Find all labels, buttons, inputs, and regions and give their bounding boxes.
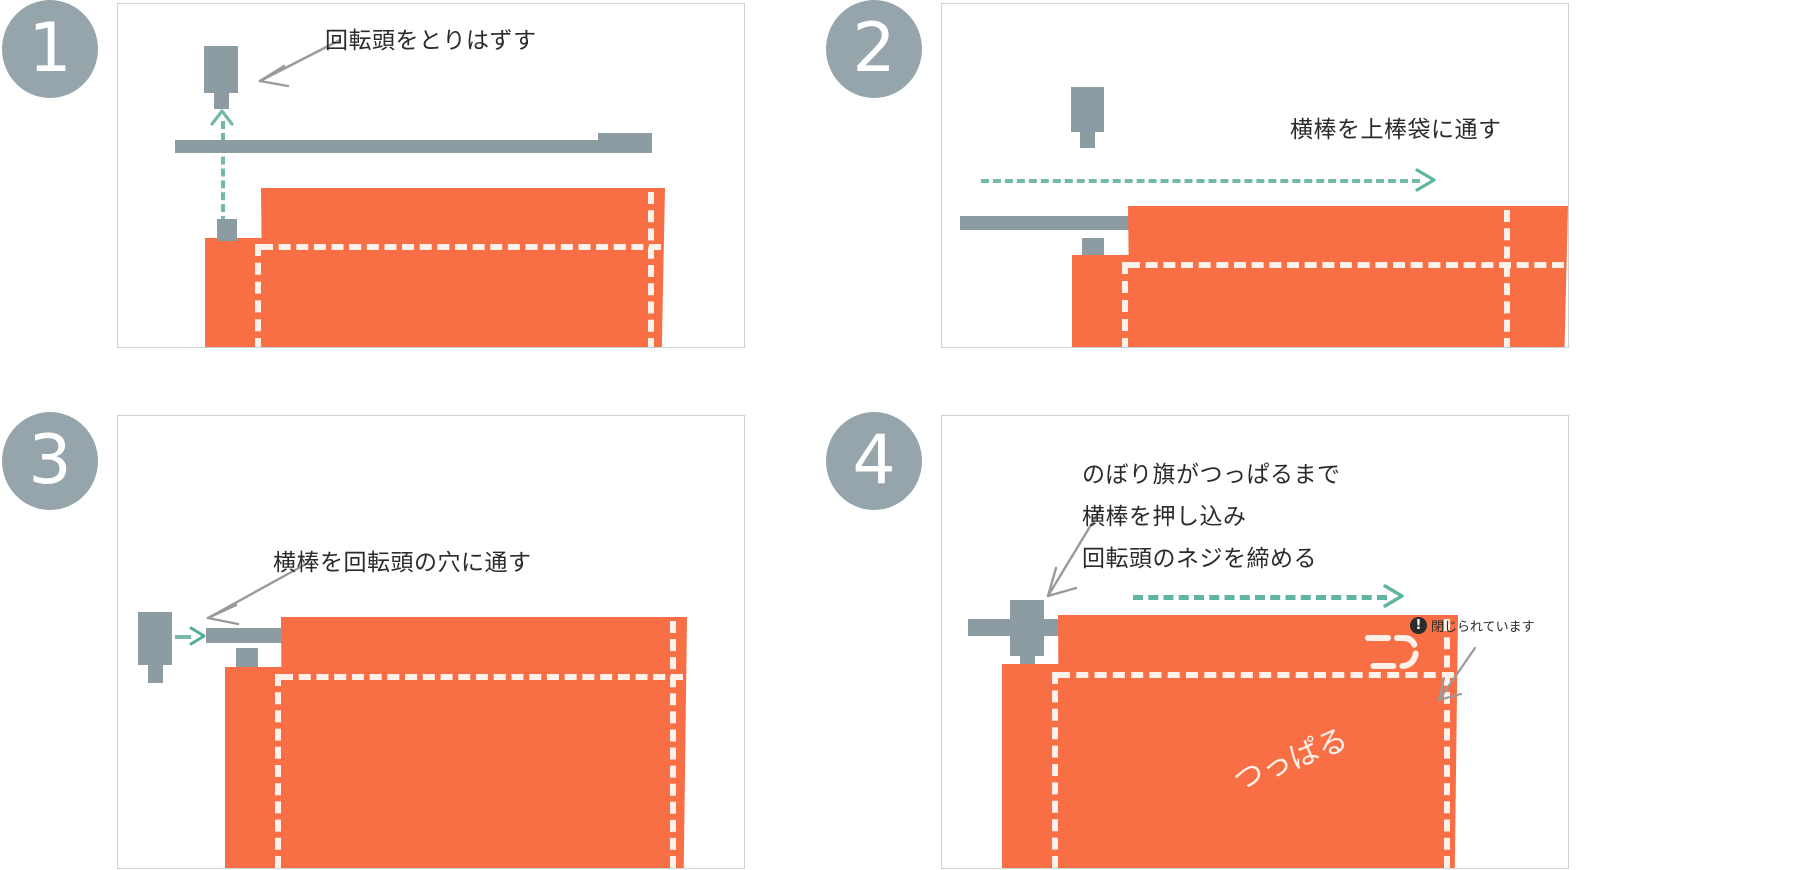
step-1-instruction: 回転頭をとりはずす (325, 28, 537, 54)
banner-body (281, 617, 687, 868)
step-panel-1: 回転頭をとりはずす (117, 3, 745, 348)
step-4-instruction-line-1: のぼり旗がつっぱるまで (1082, 462, 1341, 488)
banner-seam-vertical-left (1122, 262, 1128, 347)
step-number-4: 4 (826, 412, 922, 510)
motion-guide-horizontal (981, 179, 1420, 183)
status-badge-label: 閉じられています (1431, 620, 1535, 635)
badge-pointer-arrow-icon (1437, 646, 1477, 702)
step-number-2: 2 (826, 0, 922, 98)
callout-arrow-icon (206, 562, 308, 626)
banner-seam-horizontal (1058, 672, 1454, 678)
banner-seam-vertical-right (1504, 210, 1510, 347)
banner-body (1058, 615, 1458, 868)
up-arrow-dashed-icon (210, 109, 234, 126)
step-4-instruction-line-2: 横棒を押し込み (1082, 504, 1247, 530)
pole-stub (217, 219, 237, 241)
banner-hook-icon (1365, 635, 1419, 669)
step-panel-2: 横棒を上棒袋に通す (941, 3, 1569, 348)
banner-seam-vertical-left (275, 674, 281, 868)
horizontal-rod (175, 140, 652, 153)
step-panel-3: 横棒を回転頭の穴に通す (117, 415, 745, 869)
horizontal-rod (960, 216, 1168, 230)
banner-seam-horizontal (1128, 262, 1564, 268)
step-number-3: 3 (2, 412, 98, 510)
banner-body (261, 188, 665, 347)
banner-seam-horizontal (261, 244, 661, 250)
rotating-head-stem (148, 665, 163, 683)
motion-guide-horizontal (175, 635, 191, 639)
rotating-head-body (138, 612, 172, 665)
status-badge: ! 閉じられています (1410, 616, 1535, 635)
rotating-head-body (1071, 87, 1104, 132)
step-4-instruction-line-3: 回転頭のネジを締める (1082, 546, 1317, 572)
banner-seam-vertical-right (648, 192, 654, 347)
exclamation-circle-icon: ! (1410, 617, 1427, 634)
step-panel-4: つっぱる のぼり旗がつっぱるまで 横棒を押し込み 回転頭のネジを締める ! 閉じ… (941, 415, 1569, 869)
rotating-head-body (204, 46, 238, 93)
banner-seam-horizontal (281, 674, 683, 680)
banner-seam-vertical-right (670, 621, 676, 868)
right-arrow-dashed-icon (1415, 168, 1436, 192)
motion-guide-vertical (221, 121, 225, 224)
banner-body (1128, 206, 1568, 347)
callout-arrow-icon (1046, 508, 1102, 598)
horizontal-rod-cap (598, 133, 652, 143)
callout-arrow-icon (258, 38, 342, 88)
step-number-1: 1 (2, 0, 98, 98)
rotating-head-stem (214, 93, 229, 109)
rotating-head-body (1010, 600, 1044, 656)
right-arrow-dashed-icon (189, 626, 206, 646)
banner-seam-vertical-right (1444, 619, 1450, 868)
motion-guide-horizontal (1133, 595, 1387, 600)
pole-stub (236, 648, 258, 672)
step-2-instruction: 横棒を上棒袋に通す (1290, 117, 1502, 143)
step-3-instruction: 横棒を回転頭の穴に通す (273, 550, 532, 576)
right-arrow-dashed-icon (1383, 584, 1404, 608)
banner-seam-vertical-left (255, 244, 261, 347)
banner-seam-vertical-left (1052, 672, 1058, 868)
rotating-head-stem (1080, 132, 1095, 148)
